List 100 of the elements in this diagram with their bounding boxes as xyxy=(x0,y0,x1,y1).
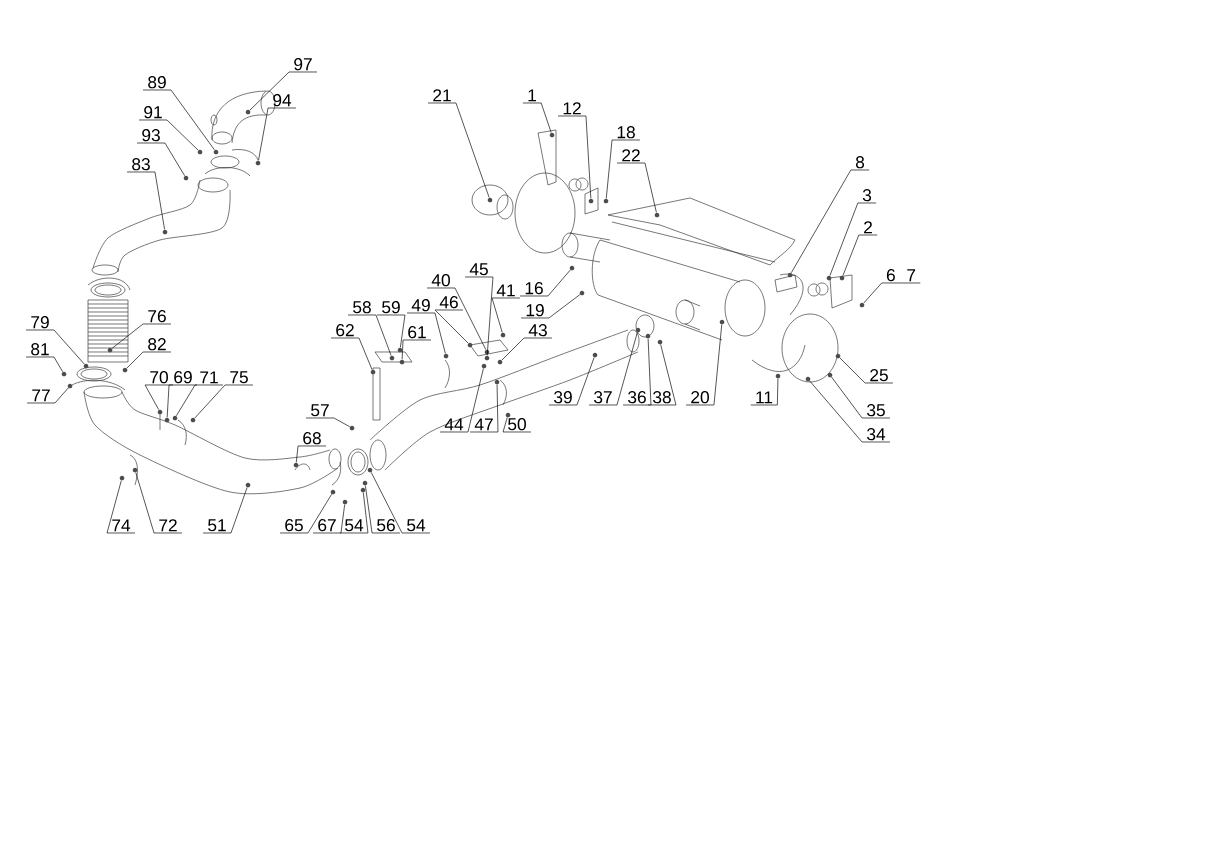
bolt-head xyxy=(487,197,493,203)
callout-number: 77 xyxy=(32,389,50,402)
leader-line xyxy=(370,472,431,534)
leader-line xyxy=(135,472,183,534)
bolt-head xyxy=(360,487,366,493)
bolt-head xyxy=(484,355,490,361)
bolt-head xyxy=(657,339,663,345)
callout-number: 75 xyxy=(230,371,248,384)
leader-line xyxy=(685,324,723,406)
callout-number: 72 xyxy=(159,519,177,532)
bolt-head xyxy=(157,409,163,415)
callout-number: 68 xyxy=(303,432,321,445)
bolt-head xyxy=(569,265,575,271)
callout-number: 11 xyxy=(756,391,773,404)
callout-number: 67 xyxy=(318,519,336,532)
bolt-head xyxy=(397,347,403,353)
bolt-head xyxy=(592,352,598,358)
leader-line xyxy=(142,89,215,151)
bolt-head xyxy=(389,355,395,361)
leader-line xyxy=(126,171,165,230)
callout-number: 35 xyxy=(867,404,885,417)
leader-line xyxy=(522,102,552,133)
callout-number: 79 xyxy=(31,316,49,329)
leader-line xyxy=(401,339,432,360)
callout-number: 82 xyxy=(148,338,166,351)
callout-number: 50 xyxy=(508,418,526,431)
callout-number: 62 xyxy=(336,324,354,337)
bolt-head xyxy=(839,275,845,281)
leader-line xyxy=(831,376,891,419)
leader-line xyxy=(166,384,198,418)
callout-number: 58 xyxy=(353,301,371,314)
bolt-head xyxy=(213,149,219,155)
bolt-head xyxy=(494,379,500,385)
callout-number: 54 xyxy=(407,519,426,532)
leader-line xyxy=(501,337,553,361)
bolt-head xyxy=(190,417,196,423)
leader-line xyxy=(839,357,894,384)
leader-line xyxy=(176,384,224,417)
callout-number: 74 xyxy=(112,519,131,532)
bolt-head xyxy=(588,198,594,204)
bolt-head xyxy=(443,353,449,359)
bolt-head xyxy=(370,369,376,375)
leader-line xyxy=(502,417,532,433)
callout-number: 61 xyxy=(408,326,426,339)
callout-number: 36 xyxy=(628,391,646,404)
leader-line xyxy=(279,493,332,534)
callout-number: 40 xyxy=(431,274,450,287)
bolt-head xyxy=(827,372,833,378)
leader-line xyxy=(295,445,327,463)
callout-number: 51 xyxy=(208,519,226,532)
leader-line xyxy=(863,282,921,304)
callout-number: 81 xyxy=(31,343,49,356)
leader-line xyxy=(25,356,63,373)
callout-number: 47 xyxy=(474,418,493,431)
leader-line xyxy=(138,119,199,151)
callout-number: 25 xyxy=(870,369,888,382)
leader-line xyxy=(791,169,870,274)
callout-number: 37 xyxy=(594,391,612,404)
bolt-head xyxy=(500,332,506,338)
bolt-head xyxy=(481,363,487,369)
leader-line xyxy=(557,115,592,199)
leader-line xyxy=(312,504,345,534)
leader-line xyxy=(106,480,136,534)
leader-line xyxy=(469,384,499,433)
callout-number: 21 xyxy=(433,89,451,102)
leader-line xyxy=(347,314,392,356)
leader-line xyxy=(519,269,571,297)
callout-number: 94 xyxy=(273,94,292,107)
bolt-head xyxy=(164,417,170,423)
callout-number: 49 xyxy=(411,299,430,312)
leader-line xyxy=(339,492,369,534)
bolt-head xyxy=(859,302,865,308)
leader-line xyxy=(588,332,638,406)
callout-number: 57 xyxy=(311,404,329,417)
callout-number: 45 xyxy=(469,263,488,276)
callout-number: 19 xyxy=(526,304,544,317)
callout-number: 22 xyxy=(622,149,640,162)
leader-line xyxy=(520,294,581,319)
bolt-head xyxy=(603,198,609,204)
bolt-head xyxy=(83,363,89,369)
bolt-head xyxy=(787,272,793,278)
bolt-head xyxy=(119,475,125,481)
leader-line xyxy=(491,297,521,333)
leader-line xyxy=(829,202,877,276)
bolt-head xyxy=(293,462,299,468)
callout-number: 12 xyxy=(563,102,581,115)
leader-line xyxy=(258,107,297,161)
bolt-head xyxy=(172,415,178,421)
bolt-head xyxy=(362,480,368,486)
callout-number: 93 xyxy=(142,129,160,142)
bolt-head xyxy=(497,359,503,365)
callout-number: 8 xyxy=(855,156,865,169)
leader-line xyxy=(622,338,652,406)
bolt-head xyxy=(342,499,348,505)
bolt-head xyxy=(122,367,128,373)
leader-line xyxy=(25,329,85,365)
bolt-head xyxy=(719,319,725,325)
callout-number: 44 xyxy=(444,418,464,431)
bolt-head xyxy=(132,467,138,473)
leader-line xyxy=(439,368,484,433)
